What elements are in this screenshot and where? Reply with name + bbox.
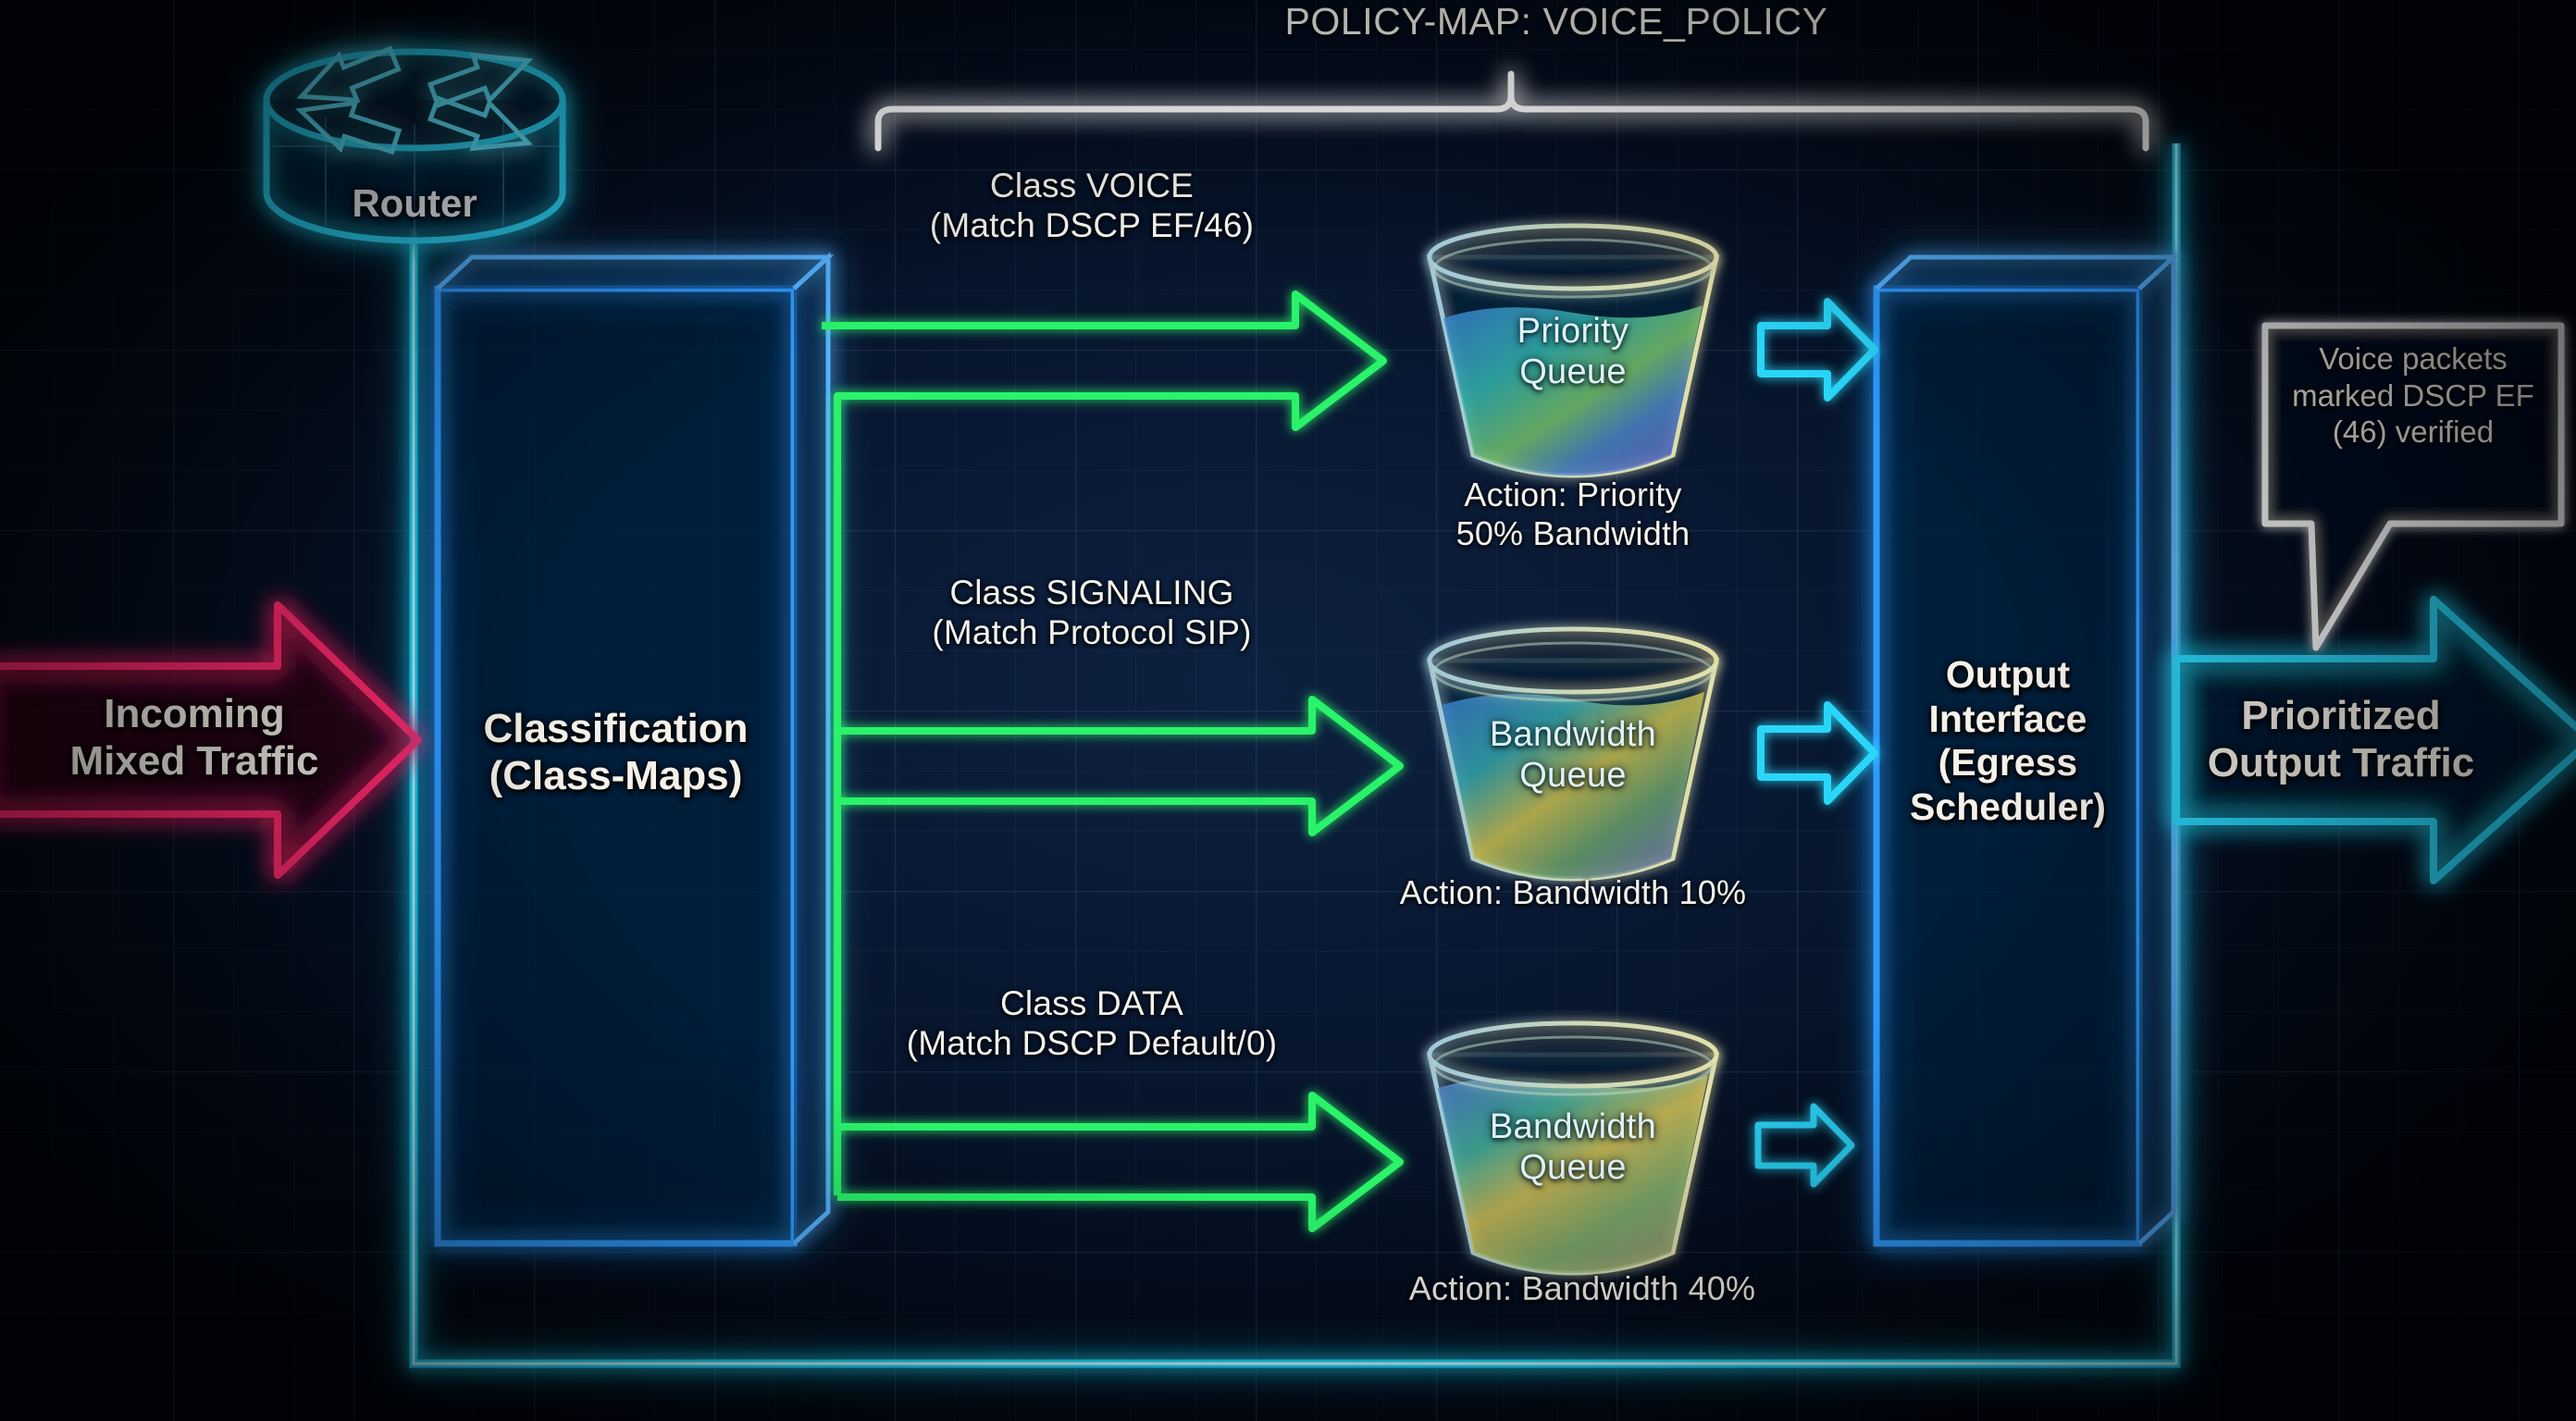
policy-map-brace [874, 70, 2149, 152]
callout-bubble [2261, 322, 2565, 651]
classification-box [434, 252, 835, 1247]
queue-to-output-arrows [1754, 298, 1878, 1188]
bandwidth-queue-bucket-2 [1426, 1020, 1720, 1276]
class-branch-arrows [822, 290, 1404, 1232]
router-icon [263, 45, 566, 244]
bandwidth-queue-bucket-1 [1426, 626, 1720, 882]
output-interface-box [1873, 252, 2180, 1247]
outgoing-traffic-arrow [2173, 596, 2576, 884]
priority-queue-bucket [1426, 223, 1720, 478]
incoming-traffic-arrow [0, 601, 422, 879]
